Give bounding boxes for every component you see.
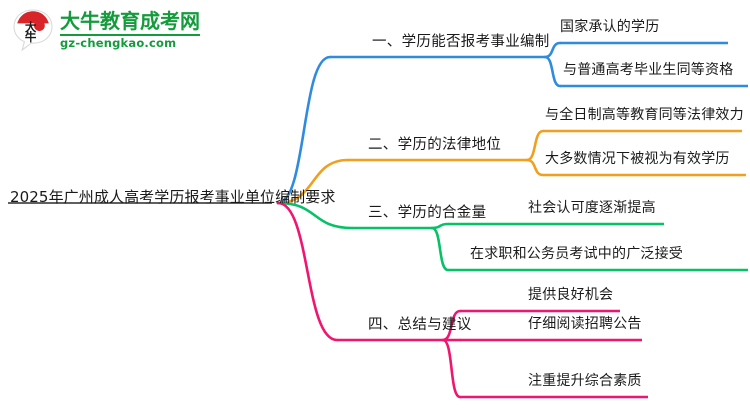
logo-wordmark: 大牛教育成考网 gz-chengkao.com	[60, 11, 200, 50]
branch-label-2[interactable]: 二、学历的法律地位	[368, 137, 502, 153]
logo-company-name: 大牛教育成考网	[60, 8, 200, 33]
branch-label-4[interactable]: 四、总结与建议	[368, 317, 472, 333]
leaf-label-4-2[interactable]: 仔细阅读招聘公告	[528, 316, 642, 332]
branch-connector	[525, 158, 545, 177]
branch-connector	[441, 338, 462, 399]
leaf-label-3-1[interactable]: 社会认可度逐渐提高	[528, 200, 656, 216]
branch-connector	[276, 201, 354, 230]
branch-connector	[276, 55, 332, 205]
branch-label-1[interactable]: 一、学历能否报考事业编制	[372, 34, 550, 50]
logo-divider	[60, 33, 200, 36]
leaf-label-4-1[interactable]: 提供良好机会	[528, 287, 614, 303]
root-node-label[interactable]: 2025年广州成人高考学历报考事业单位编制要求	[10, 188, 336, 206]
leaf-label-4-3[interactable]: 注重提升综合素质	[528, 373, 642, 389]
branch-connector	[430, 226, 450, 272]
branch-label-3[interactable]: 三、学历的合金量	[368, 205, 487, 221]
branch-connector	[276, 158, 350, 205]
branch-connector	[543, 55, 562, 88]
branch-connector	[276, 201, 339, 342]
leaf-label-3-2[interactable]: 在求职和公务员考试中的广泛接受	[470, 246, 683, 262]
leaf-label-2-2[interactable]: 大多数情况下被视为有效学历	[545, 151, 730, 167]
leaf-label-2-1[interactable]: 与全日制高等教育同等法律效力	[545, 107, 744, 123]
logo-site-url: gz-chengkao.com	[60, 35, 177, 50]
branch-connector	[525, 129, 545, 162]
leaf-label-1-1[interactable]: 国家承认的学历	[560, 19, 660, 35]
svg-text:牛: 牛	[25, 30, 37, 44]
site-logo[interactable]: 大 牛 大牛教育成考网 gz-chengkao.com	[12, 8, 200, 52]
daniu-speech-bubble-logo-icon: 大 牛	[12, 8, 54, 52]
leaf-label-1-2[interactable]: 与普通高考毕业生同等资格	[563, 62, 734, 78]
svg-text:大: 大	[25, 20, 37, 34]
